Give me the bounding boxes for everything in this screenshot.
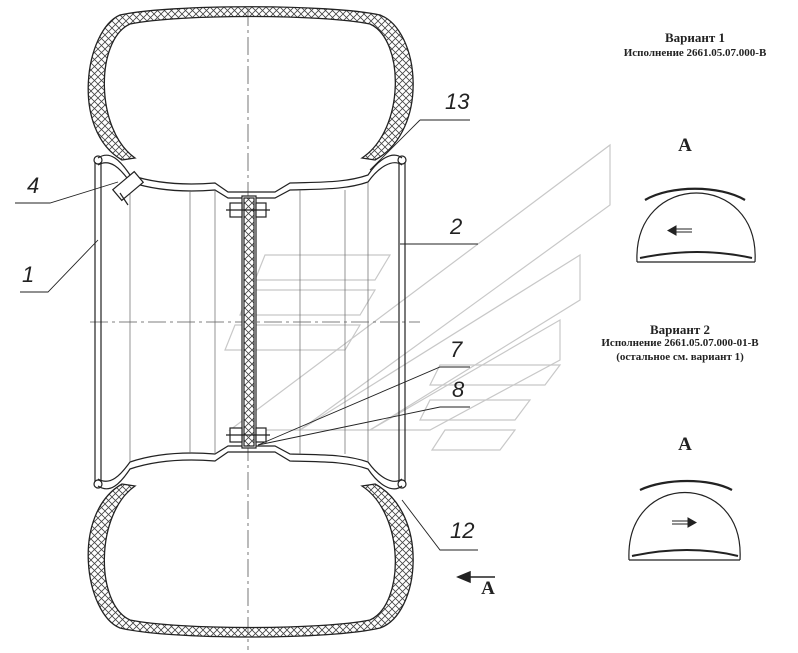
callout-2: 2 <box>450 214 463 239</box>
leader-lines <box>15 119 478 551</box>
rim-flanges <box>93 155 407 489</box>
watermark-logo <box>224 143 611 451</box>
variant2-note: (остальное см. вариант 1) <box>616 351 744 363</box>
variant1-view-label: А <box>678 135 692 156</box>
rim-inner-lines <box>129 182 369 462</box>
view-arrow <box>456 570 495 584</box>
callout-4: 4 <box>27 173 40 198</box>
rim-lower <box>97 445 403 490</box>
arrow-left-icon <box>666 225 692 236</box>
callout-8: 8 <box>452 377 465 402</box>
variant2-view-label: А <box>678 434 692 455</box>
variant1-subtitle: Исполнение 2661.05.07.000-В <box>623 47 767 59</box>
view-arrow-label: А <box>481 578 495 599</box>
variant2-subtitle: Исполнение 2661.05.07.000-01-В <box>601 337 759 349</box>
rim-upper <box>97 154 403 199</box>
arrow-right-icon <box>672 517 698 528</box>
callout-7: 7 <box>450 337 463 362</box>
upper-tire <box>87 6 414 161</box>
variant1-title: Вариант 1 <box>664 30 726 45</box>
variant1-detail <box>636 187 756 263</box>
callout-12: 12 <box>450 518 475 543</box>
valve <box>111 170 145 206</box>
variant2-detail <box>628 479 741 561</box>
lower-tire <box>87 483 414 638</box>
callout-13: 13 <box>445 89 470 114</box>
variant2-title: Вариант 2 <box>649 322 711 337</box>
callout-1: 1 <box>22 262 35 287</box>
center-disc <box>226 195 270 449</box>
